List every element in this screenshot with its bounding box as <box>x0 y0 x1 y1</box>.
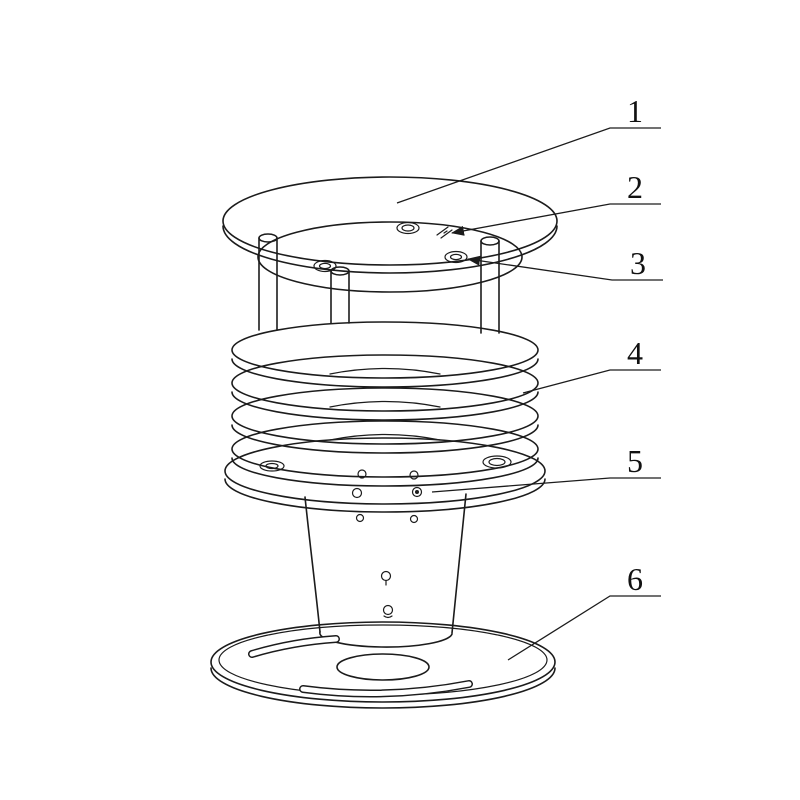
callout-3: 3 <box>467 245 663 281</box>
callout-4: 4 <box>522 335 661 394</box>
callout-label-5: 5 <box>627 443 643 479</box>
post-left <box>258 233 278 331</box>
louver-stack <box>231 321 539 487</box>
callout-6: 6 <box>507 561 661 661</box>
base-plate <box>210 621 556 709</box>
callout-label-1: 1 <box>627 93 643 129</box>
base-center-hole <box>336 653 430 681</box>
bottom-plate-hole-left <box>259 460 285 472</box>
sensor-body <box>304 469 467 634</box>
callout-label-3: 3 <box>630 245 646 281</box>
callout-5: 5 <box>431 443 661 493</box>
base-slot-left <box>248 635 340 658</box>
base-slot-right <box>299 680 473 698</box>
callout-label-4: 4 <box>627 335 643 371</box>
mounting-plate <box>257 221 523 293</box>
plate-hole-left <box>313 259 337 273</box>
support-posts <box>258 233 500 334</box>
screw-detail <box>436 226 453 239</box>
callout-label-2: 2 <box>627 169 643 205</box>
post-middle <box>330 266 350 324</box>
post-right <box>480 236 500 334</box>
bottom-plate-hole-right <box>482 455 512 469</box>
callout-2: 2 <box>451 169 661 236</box>
callouts: 1 2 3 4 5 6 <box>396 93 663 661</box>
callout-1: 1 <box>396 93 661 204</box>
body-vent-holes <box>351 469 423 619</box>
plate-screw-hole <box>396 221 420 235</box>
stack-bottom-plate <box>224 437 546 513</box>
plate-hole-right <box>444 250 468 264</box>
top-cap <box>222 176 558 274</box>
callout-label-6: 6 <box>627 561 643 597</box>
